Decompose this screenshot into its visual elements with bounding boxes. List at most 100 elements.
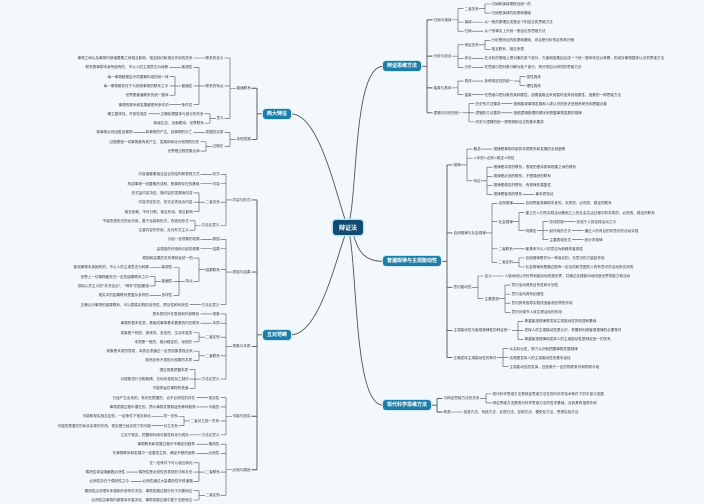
mindmap-node[interactable]: 普遍性 [161,279,173,284]
mindmap-node[interactable]: 现代科学思维方法是辩证思维方法在现代科学技术条件下的丰富与发展 [492,391,604,396]
mindmap-node[interactable]: 逻辑的方法要求 [475,110,501,115]
center-node[interactable]: 辩证法 [333,220,364,235]
mindmap-node[interactable]: 分析与综合 [433,54,452,59]
mindmap-node[interactable]: 偶然性由非根本矛盾和外部条件决定，事物发展过程中处于次要地位 [84,488,193,493]
mindmap-node[interactable]: 辩证思维方法是现代科学思维方法的哲学基础，对其具有指导作用 [492,400,597,405]
mindmap-node[interactable]: 归纳和演绎是辩证统一的 [491,2,532,6]
branch-node[interactable]: 普遍规律与主观能动性 [383,256,442,267]
mindmap-node[interactable]: 二者关系 [205,200,220,205]
mindmap-node[interactable]: 方法论意义 [201,377,220,382]
mindmap-node[interactable]: 意识具有指导实践改造客观世界的作用 [511,301,573,306]
mindmap-node[interactable]: 最本质特征 [535,192,554,197]
mindmap-node[interactable]: 每一事物都存在于与其他事物的联系之中 [103,83,169,88]
mindmap-node[interactable]: 辩证关系 [464,42,479,47]
mindmap-node[interactable]: 二者联系 [205,353,220,358]
mindmap-node[interactable]: 发展的实质 [205,130,224,135]
mindmap-node[interactable]: 确立整体性、开放性观念 [107,111,148,116]
mindmap-node[interactable]: 对立关系 [163,423,178,428]
mindmap-node[interactable]: 排除心灵主义的"非决定论"、"神学"的因果观 [77,283,149,288]
mindmap-node[interactable]: 二者联系 [498,246,513,251]
mindmap-node[interactable]: 原因与结果 [232,270,251,275]
mindmap-node[interactable]: 二者关系 [464,6,479,11]
mindmap-node[interactable]: 发挥人的主观能动性是认识、掌握和利用客观规律的必要条件 [524,328,622,333]
mindmap-node[interactable]: 可能与现实 [232,414,251,419]
mindmap-node[interactable]: 必然性存在于偶然性之中 [89,479,130,484]
mindmap-node[interactable]: 抽象 [464,92,472,97]
mindmap-node[interactable]: 从个别事实上升到一般结论的思维方法 [484,29,546,34]
mindmap-node[interactable]: 联系是事物本身所固有的，不以人的主观意志为转移 [85,65,169,70]
mindmap-node[interactable]: 二者联系 [205,470,220,475]
mindmap-node[interactable]: 过程论 [212,144,224,149]
mindmap-node[interactable]: 多种规定性的统一 [484,79,514,84]
branch-node[interactable]: 五对范畴 [263,329,292,340]
mindmap-node[interactable]: 分析 [464,65,472,70]
mindmap-node[interactable]: 内容决定形式，形式必须适合内容 [138,200,193,205]
mindmap-node[interactable]: 新事物必然战胜旧事物 [96,130,133,135]
mindmap-node[interactable]: 规律 [453,162,461,167]
mindmap-node[interactable]: 在分析的基础上把对象的各个部分、方面和因素结合成一个统一整体来加以考察，形成对事… [484,56,665,61]
mindmap-node[interactable]: 立足于现实，把握和利用可能性转化为现实 [120,432,189,437]
mindmap-node[interactable]: 联系的特点 [205,83,224,88]
mindmap-node[interactable]: 特征 [473,178,481,183]
mindmap-node[interactable]: 已经产生出来的、有内在根据的、合乎必然性的存在 [112,395,196,400]
mindmap-node[interactable]: 实践是发挥人的主观能动性的基本途径 [509,355,571,360]
mindmap-node[interactable]: 事物发展过程中潜在的、预示事物发展前途的种种趋势 [109,404,196,409]
mindmap-node[interactable]: 客观性 [161,265,173,270]
mindmap-node[interactable]: 综合 [464,56,472,61]
mindmap-node[interactable]: 主观能动性的发挥，还依赖于一定的物质条件和物质手段 [509,364,600,369]
mindmap-node[interactable]: 归纳是演绎的前提和基础 [491,11,532,16]
mindmap-node[interactable]: 二者区别 [205,493,220,498]
mindmap-node[interactable]: 都具有不以人的意志为转移的客观性 [525,246,584,251]
mindmap-node[interactable]: 必然性由事物内部根本矛盾决定，事物发展过程中居于支配地位 [91,498,193,502]
mindmap-node[interactable]: 在思维中把对象分解为各个部分，再分别加以研究的思维方法 [484,65,582,70]
mindmap-node[interactable]: 规律是必然的联系，不是偶然的联系 [493,174,552,179]
mindmap-node[interactable]: 与辩证思维方法的关系 [443,396,480,401]
mindmap-node[interactable]: 事物联系和发展过程中不确定的趋势 [137,442,196,447]
mindmap-node[interactable]: 在一定条件下可以相互转化 [149,460,193,465]
mindmap-node[interactable]: 分析是综合的前提和基础，综合是分析的目的和归宿 [491,38,575,43]
mindmap-node[interactable]: 相互联系，相互渗透 [491,47,524,52]
mindmap-node[interactable]: 意识活动具有目的性和计划性 [511,283,559,288]
mindmap-node[interactable]: 意义 [216,116,224,121]
mindmap-node[interactable]: 主要表现形式 [549,237,572,242]
mindmap-node[interactable]: 透过现象把握本质 [159,367,189,372]
mindmap-node[interactable]: 归纳 [464,29,472,34]
mindmap-node[interactable]: 现象与本质 [232,344,251,349]
mindmap-node[interactable]: 本质 [212,321,220,326]
mindmap-node[interactable]: 世界是过程的集合体 [167,149,200,154]
mindmap-node[interactable]: 统计学规律 [584,237,603,242]
branch-node[interactable]: 现代科学思维方法 [383,400,432,411]
mindmap-node[interactable]: 逻辑与历史的统一 [433,110,463,115]
mindmap-node[interactable]: 含义 [484,274,492,278]
mindmap-node[interactable]: 现象 [212,311,220,316]
mindmap-node[interactable]: 普遍性 [181,83,193,88]
mindmap-node[interactable]: 偶然性 [208,442,220,447]
mindmap-node[interactable]: 偶然性背后隐藏着必然性 [85,470,126,475]
mindmap-node[interactable]: 人能动地认识世界和能动地改造世界，并通过实践能动地改造世界的能力和活动 [504,274,631,278]
mindmap-node[interactable]: 正确认识事物的因果联系，可以提高实践的自觉性、预见性和有效性 [80,302,189,307]
mindmap-node[interactable]: 意识对调节人体生理活动的作用 [511,310,562,315]
mindmap-node[interactable]: 通过人的有目的有意识的活动实现 [584,228,639,233]
mindmap-node[interactable]: 现象是本质的表现，本质必须通过一定的现象表现出来 [106,349,193,354]
mindmap-node[interactable]: 客观事物本身固有的，不以人的主观意志为转移 [73,265,149,270]
mindmap-node[interactable]: 事物之间以及事物内部诸要素之间相互影响、相互制约和相互作用的关系 [77,56,193,60]
mindmap-node[interactable]: 普遍联系 [236,86,251,91]
mindmap-node[interactable]: 既然没有不表现为现象的本质 [145,358,193,363]
mindmap-node[interactable]: <本质>必然<稳定>特性 [473,156,515,161]
mindmap-node[interactable]: 社会规律 [498,219,513,224]
mindmap-node[interactable]: 自然规律与社会规律 [453,230,486,235]
mindmap-node[interactable]: 正确处理整体与部分的关系 [160,111,204,116]
mindmap-node[interactable]: 规律是本质的联系，表现的是本质和现象之间的联系 [493,165,577,170]
mindmap-node[interactable]: 二者区别 [205,335,220,340]
branch-node[interactable]: 辩证思维方法 [383,61,422,72]
mindmap-node[interactable]: 正确发挥主观能动性的条件 [453,355,497,360]
mindmap-node[interactable]: 形式 [212,172,220,177]
mindmap-node[interactable]: 可能性是潜在的尚未实现的东西，现实是已经实现了的可能 [57,423,151,428]
mindmap-node[interactable]: 规律是稳定的联系，有规律的重复性 [493,183,552,188]
mindmap-node[interactable]: 过程是指一切事物都有其产生、发展和转化为他物的历史 [109,139,200,144]
mindmap-node[interactable]: 主观能动性与客观规律性的辩证统一 [453,328,512,333]
mindmap-node[interactable]: 具体 [464,79,472,84]
mindmap-node[interactable]: 事物的根本性质，是组成事物基本要素的内在联系 [120,321,200,326]
mindmap-node[interactable]: 建立在人们的实践活动基础之上的社会生活过程中的本质的、必然的、稳定的联系 [525,210,655,215]
mindmap-node[interactable]: 原因 [212,237,220,242]
